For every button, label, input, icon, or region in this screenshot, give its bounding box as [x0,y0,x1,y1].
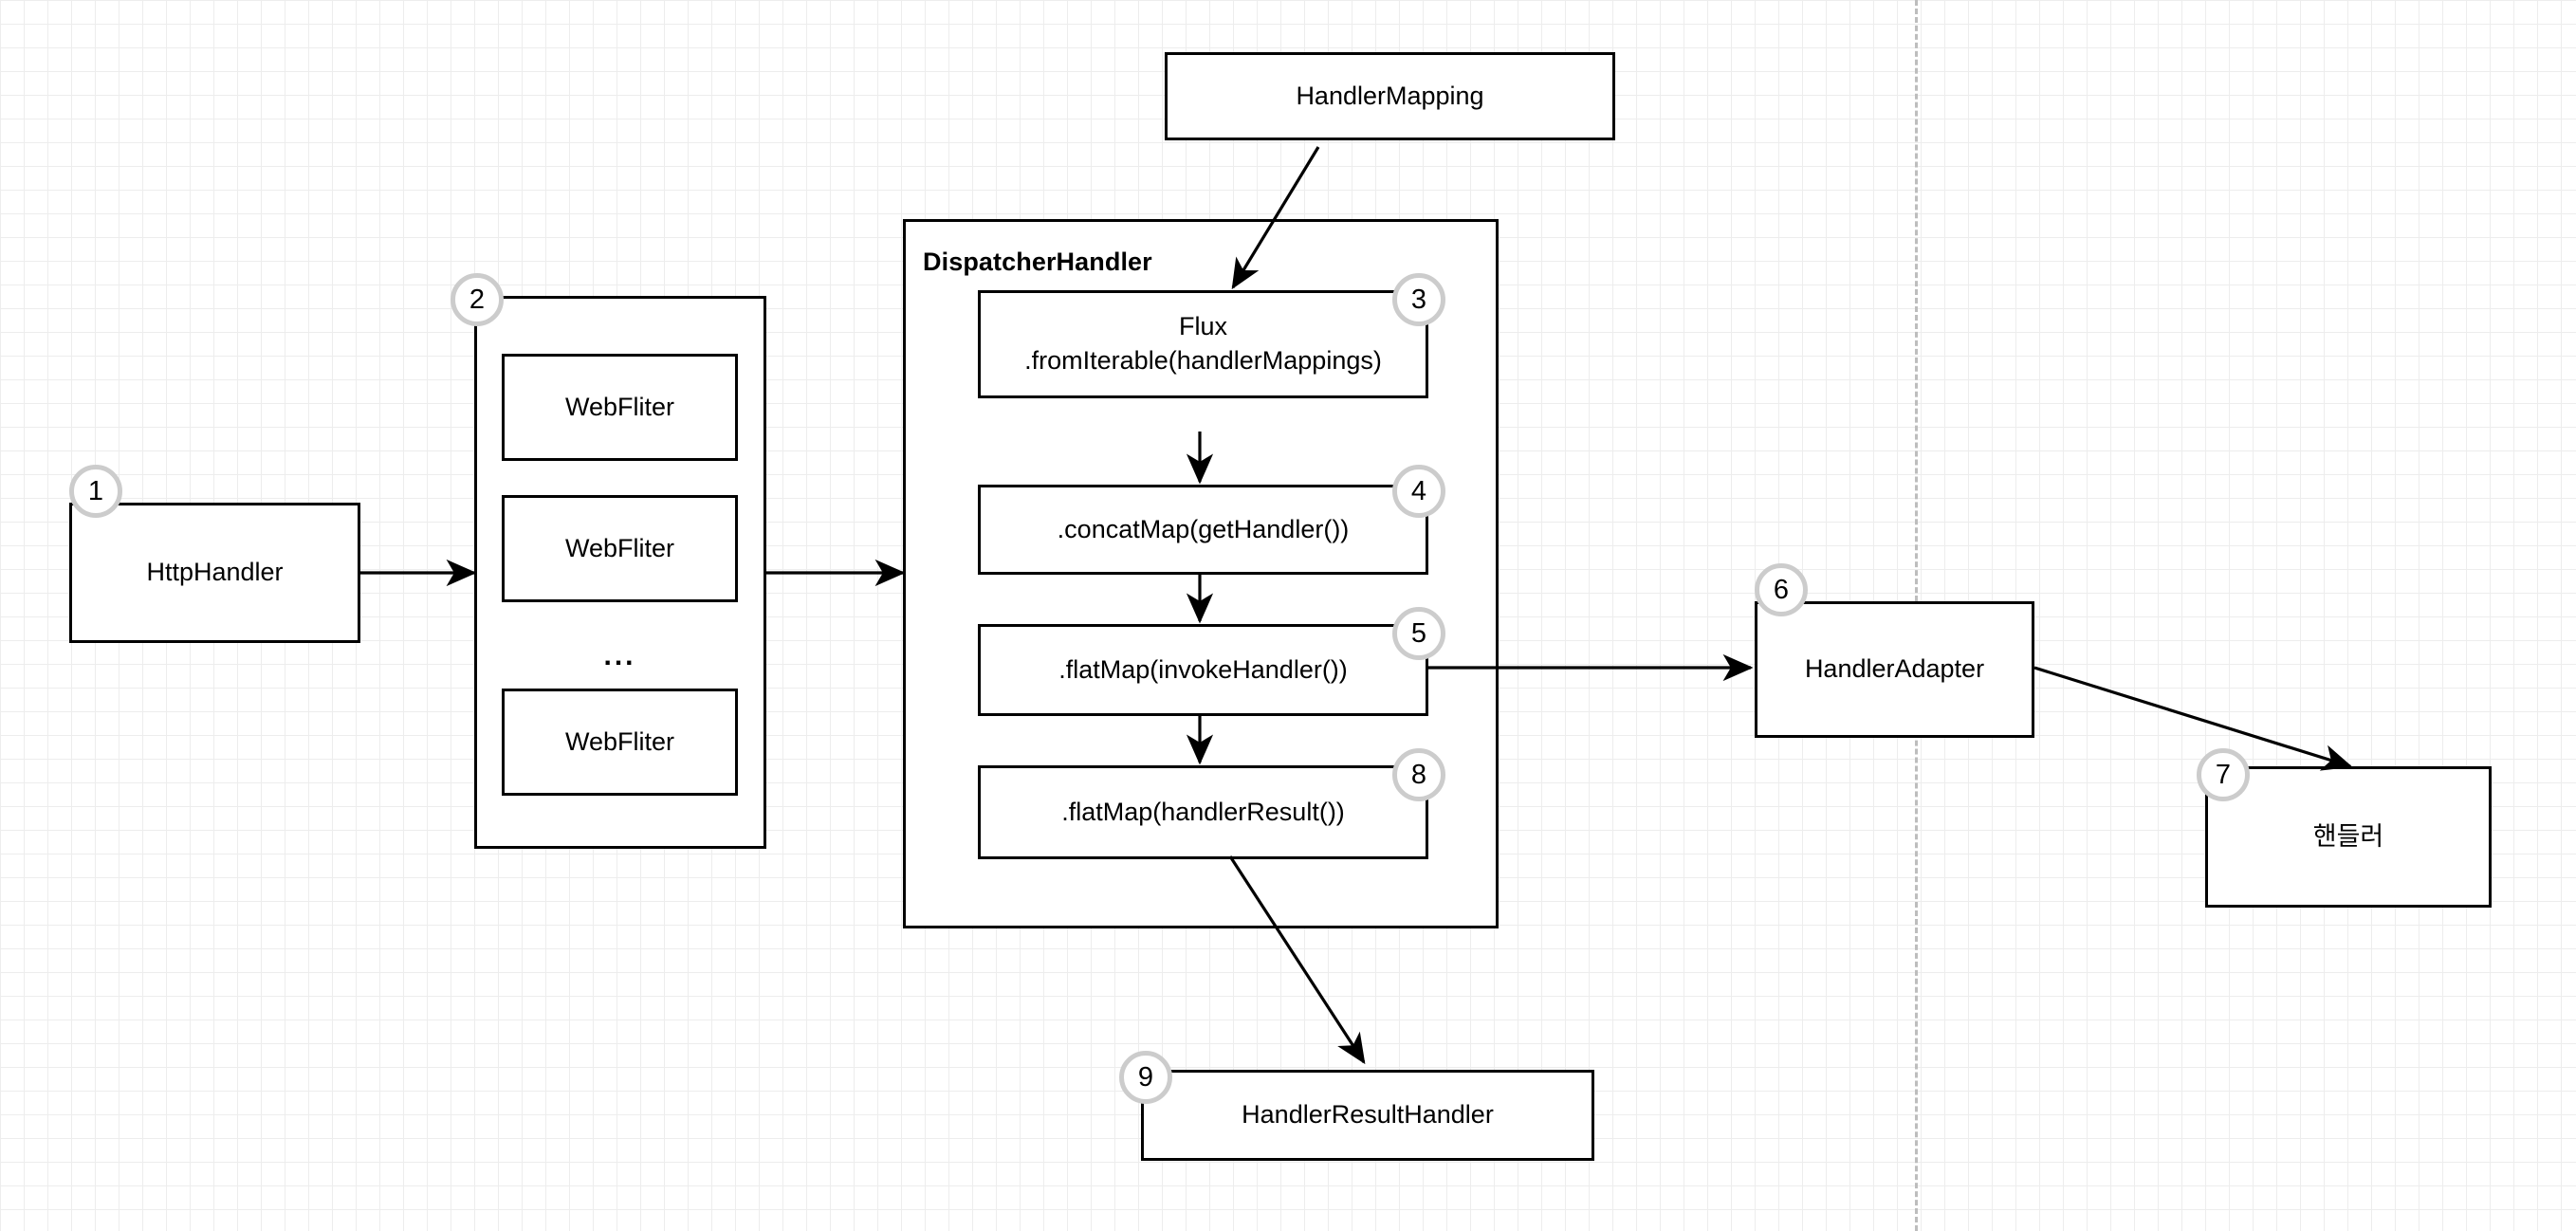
node-korean-handler[interactable]: 핸들러 [2205,766,2492,908]
badge-1-label: 1 [87,475,104,506]
node-flat-map-result-label: .flatMap(handlerResult()) [1061,797,1345,826]
badge-4: 4 [1392,465,1445,518]
node-webfilter-2-label: WebFliter [564,533,675,562]
node-flux-from-iterable[interactable]: Flux .fromIterable(handlerMappings) [978,290,1428,398]
badge-5-label: 5 [1410,617,1427,649]
node-concat-map-label: .concatMap(getHandler()) [1057,514,1350,543]
node-handler-result-handler[interactable]: HandlerResultHandler [1141,1070,1594,1161]
badge-9: 9 [1119,1051,1172,1104]
node-webfilter-2[interactable]: WebFliter [502,495,738,602]
node-handler-mapping[interactable]: HandlerMapping [1165,52,1615,140]
badge-2-label: 2 [469,284,486,315]
node-webfilter-3[interactable]: WebFliter [502,689,738,796]
badge-3-label: 3 [1410,284,1427,315]
node-webfilter-1-label: WebFliter [564,392,675,421]
node-flux-from-iterable-label: Flux .fromIterable(handlerMappings) [1024,312,1382,375]
badge-1: 1 [69,465,122,518]
badge-9-label: 9 [1137,1061,1154,1093]
badge-7-label: 7 [2215,759,2232,790]
node-webfilter-1[interactable]: WebFliter [502,354,738,461]
badge-8: 8 [1392,748,1445,801]
node-http-handler-label: HttpHandler [146,558,284,587]
badge-3: 3 [1392,273,1445,326]
badge-4-label: 4 [1410,475,1427,506]
node-dispatcher-handler-title: DispatcherHandler [923,248,1152,276]
edge-handleradapter-to-handler [2033,666,2353,771]
node-handler-result-handler-label: HandlerResultHandler [1242,1100,1494,1130]
node-handler-adapter-label: HandlerAdapter [1804,654,1985,684]
node-dispatcher-handler[interactable]: DispatcherHandler Flux .fromIterable(han… [903,219,1499,928]
node-webfilter-ellipsis: ... [603,640,636,671]
badge-5: 5 [1392,607,1445,660]
badge-6: 6 [1755,563,1808,616]
badge-6-label: 6 [1773,574,1790,605]
node-handler-mapping-label: HandlerMapping [1296,81,1484,110]
badge-7: 7 [2197,748,2250,801]
node-korean-handler-label: 핸들러 [2312,821,2384,851]
node-webfilter-3-label: WebFliter [564,726,675,756]
node-webfilter-container[interactable]: WebFliter WebFliter ... WebFliter [474,296,766,849]
node-http-handler[interactable]: HttpHandler [69,503,360,643]
node-handler-adapter[interactable]: HandlerAdapter [1755,601,2034,738]
node-flat-map-result[interactable]: .flatMap(handlerResult()) [978,765,1428,859]
node-flat-map-invoke-label: .flatMap(invokeHandler()) [1058,654,1348,684]
node-concat-map[interactable]: .concatMap(getHandler()) [978,485,1428,575]
node-flat-map-invoke[interactable]: .flatMap(invokeHandler()) [978,624,1428,716]
badge-2: 2 [451,273,504,326]
badge-8-label: 8 [1410,759,1427,790]
